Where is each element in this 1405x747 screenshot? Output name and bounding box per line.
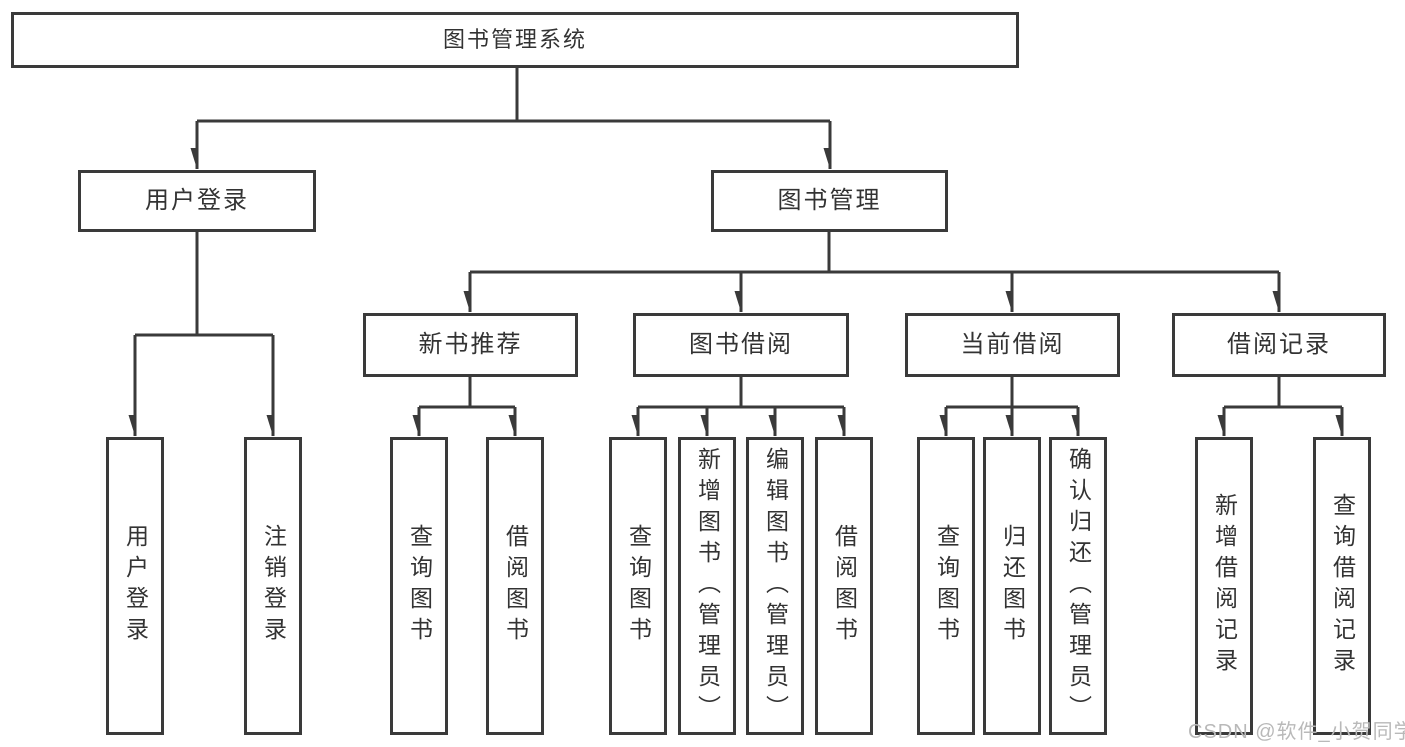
leaf-add-books-admin-label: 新增图书（管理员） [694, 446, 721, 726]
connector-new-book-branch [419, 377, 515, 409]
node-book-borrowing-label: 图书借阅 [689, 331, 793, 358]
leaf-add-borrow-record-label: 新增借阅记录 [1211, 493, 1238, 679]
connector-root-to-level2 [197, 68, 830, 123]
leaf-borrow-books-recommend: 借阅图书 [486, 437, 544, 735]
leaf-query-books-recommend: 查询图书 [390, 437, 448, 735]
leaf-return-books: 归还图书 [983, 437, 1041, 735]
node-current-borrowing: 当前借阅 [905, 313, 1120, 377]
node-borrowing-records-label: 借阅记录 [1227, 331, 1331, 358]
leaf-edit-books-admin-label: 编辑图书（管理员） [762, 446, 789, 726]
leaf-query-books-borrowing-label: 查询图书 [625, 524, 652, 648]
leaf-return-books-label: 归还图书 [999, 524, 1026, 648]
leaf-add-borrow-record: 新增借阅记录 [1195, 437, 1253, 735]
connector-user-login-branch [135, 232, 273, 337]
connector-borrowing-records-branch [1224, 377, 1342, 409]
connector-book-borrowing-branch [638, 377, 844, 409]
leaf-user-login-label: 用户登录 [122, 524, 149, 648]
node-current-borrowing-label: 当前借阅 [960, 331, 1065, 358]
node-book-management: 图书管理 [711, 170, 948, 232]
leaf-add-books-admin: 新增图书（管理员） [678, 437, 736, 735]
node-borrowing-records: 借阅记录 [1172, 313, 1386, 377]
node-library-system: 图书管理系统 [11, 12, 1019, 68]
leaf-query-books-current-label: 查询图书 [933, 524, 960, 648]
node-new-book-recommendation: 新书推荐 [363, 313, 578, 377]
node-library-system-label: 图书管理系统 [442, 27, 587, 52]
leaf-query-books-borrowing: 查询图书 [609, 437, 667, 735]
leaf-logout-login: 注销登录 [244, 437, 302, 735]
leaf-confirm-return-admin: 确认归还（管理员） [1049, 437, 1107, 735]
leaf-query-borrow-record: 查询借阅记录 [1313, 437, 1371, 735]
watermark: CSDN @软件_小贺同学 [1188, 721, 1405, 743]
node-user-login-branch: 用户登录 [78, 170, 316, 232]
leaf-borrow-books-recommend-label: 借阅图书 [502, 524, 529, 648]
node-book-management-label: 图书管理 [777, 187, 882, 214]
leaf-query-books-recommend-label: 查询图书 [406, 524, 433, 648]
leaf-query-borrow-record-label: 查询借阅记录 [1329, 493, 1356, 679]
connector-book-management-branch [470, 232, 1279, 274]
leaf-borrow-books-borrowing: 借阅图书 [815, 437, 873, 735]
node-new-book-recommendation-label: 新书推荐 [418, 331, 523, 358]
leaf-query-books-current: 查询图书 [917, 437, 975, 735]
leaf-confirm-return-admin-label: 确认归还（管理员） [1065, 446, 1092, 726]
leaf-edit-books-admin: 编辑图书（管理员） [746, 437, 804, 735]
connector-current-borrowing-branch [946, 377, 1078, 409]
node-user-login-branch-label: 用户登录 [145, 187, 249, 214]
node-book-borrowing: 图书借阅 [633, 313, 849, 377]
leaf-logout-login-label: 注销登录 [260, 524, 287, 648]
leaf-borrow-books-borrowing-label: 借阅图书 [831, 524, 858, 648]
leaf-user-login: 用户登录 [106, 437, 164, 735]
